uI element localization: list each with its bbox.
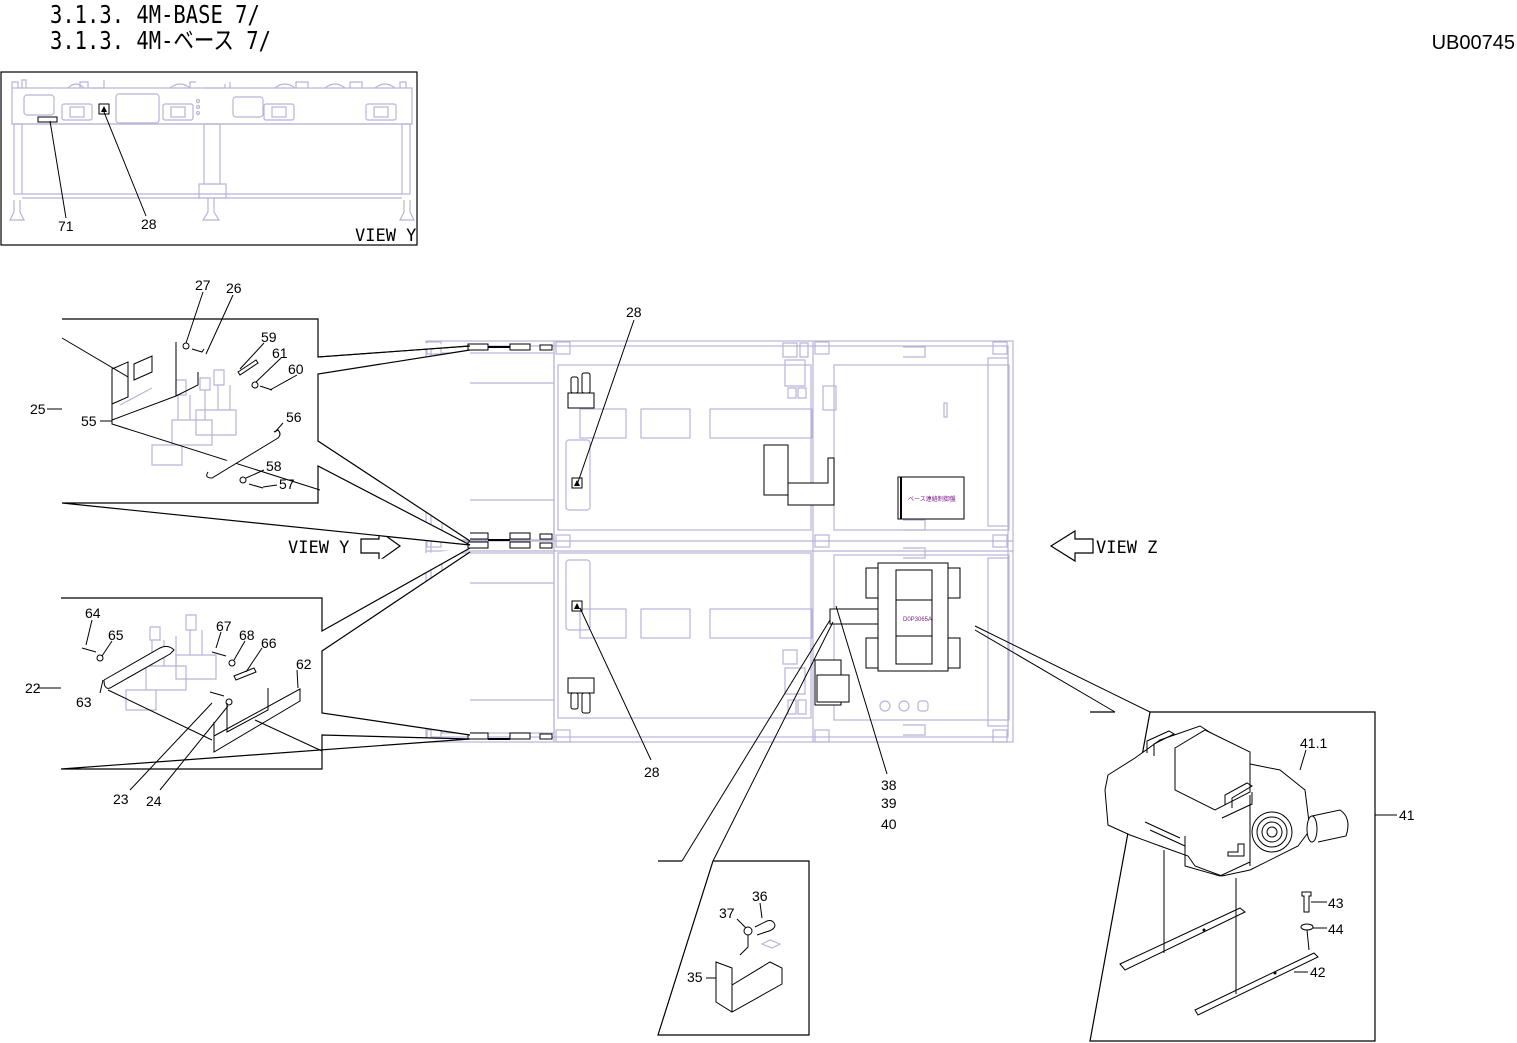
callout-43: 43 (1328, 895, 1344, 911)
view-z-arrow-icon (1051, 531, 1093, 561)
callout-38: 38 (881, 777, 897, 793)
callout-27: 27 (195, 277, 211, 293)
view-y-inset: 71 28 VIEW Y (1, 72, 417, 246)
regulator-top (568, 373, 594, 408)
callout-41-1: 41.1 (1300, 735, 1327, 751)
transformer-label: D0P3065A (903, 617, 932, 623)
callout-65: 65 (108, 627, 124, 643)
view-y-label: VIEW Y (288, 538, 349, 558)
callout-67: 67 (216, 618, 232, 634)
callout-24: 24 (146, 793, 162, 809)
callout-44: 44 (1328, 921, 1344, 937)
callout-55: 55 (81, 413, 97, 429)
callout-57: 57 (279, 476, 295, 492)
nameplate-marker (38, 117, 57, 122)
callout-36: 36 (752, 888, 768, 904)
callout-60: 60 (288, 361, 304, 377)
callout-42: 42 (1310, 964, 1326, 980)
callout-37: 37 (719, 905, 735, 921)
callout-62: 62 (296, 656, 312, 672)
callout-40: 40 (881, 816, 897, 832)
callout-28-bottom: 28 (644, 764, 660, 780)
inset-view-y-label: VIEW Y (355, 226, 416, 246)
callout-63: 63 (76, 694, 92, 710)
callout-61: 61 (272, 345, 288, 361)
callout-25: 25 (30, 401, 46, 417)
callout-68: 68 (239, 627, 255, 643)
callout-71: 71 (58, 218, 74, 234)
callout-26: 26 (226, 280, 242, 296)
callout-56: 56 (286, 409, 302, 425)
vacuum-pump-plan: D0P3065A (815, 563, 960, 705)
callout-39: 39 (881, 795, 897, 811)
detail-bottom-panel: 64 65 67 68 66 62 22 63 23 24 (25, 548, 470, 809)
callout-28-top: 28 (626, 304, 642, 320)
controller-box: ベース連絡制御盤 (898, 477, 964, 519)
callout-22: 22 (25, 680, 41, 696)
callout-58: 58 (266, 458, 282, 474)
regulator-bottom (568, 678, 594, 713)
controller-label: ベース連絡制御盤 (908, 495, 956, 503)
detail-bracket: 36 37 35 (658, 620, 833, 1035)
terminal-box (764, 445, 834, 505)
callout-64: 64 (85, 605, 101, 621)
detail-top-panel: 27 26 59 61 60 25 55 56 58 57 (30, 277, 470, 545)
callout-59: 59 (261, 329, 277, 345)
callout-41: 41 (1399, 807, 1415, 823)
fan-guard-icon (1252, 812, 1292, 852)
detail-vacuum-pump: 41.1 41 43 44 42 (975, 626, 1415, 1041)
callout-66: 66 (261, 635, 277, 651)
callout-23: 23 (113, 791, 129, 807)
view-z-label: VIEW Z (1096, 538, 1157, 558)
callout-35: 35 (687, 969, 703, 985)
callout-28-inset: 28 (141, 216, 157, 232)
